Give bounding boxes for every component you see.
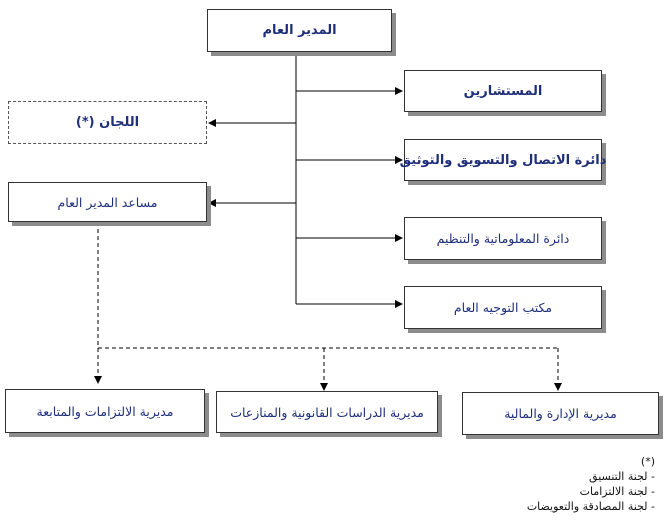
footnote-item: - لجنة التنسيق: [589, 470, 655, 483]
administration-finance-label: مديرية الإدارة والمالية: [504, 406, 617, 421]
assistant-gm-box: مساعد المدير العام: [8, 182, 207, 222]
commitments-followup-box: مديرية الالتزامات والمتابعة: [5, 389, 205, 433]
general-manager-box: المدير العام: [207, 9, 392, 52]
informatics-organization-box: دائرة المعلوماتية والتنظيم: [404, 217, 602, 260]
communication-marketing-box: دائرة الاتصال والتسويق والتوثيق: [400, 139, 606, 181]
advisors-box: المستشارين: [404, 70, 602, 112]
legal-studies-box: مديرية الدراسات القانونية والمنازعات: [216, 391, 438, 433]
assistant-gm-label: مساعد المدير العام: [57, 194, 158, 210]
general-guidance-office-label: مكتب التوجيه العام: [453, 300, 553, 315]
general-manager-label: المدير العام: [262, 23, 337, 38]
footnote-item: - لجنة المصادقة والتعويضات: [526, 500, 655, 513]
advisors-label: المستشارين: [463, 83, 543, 99]
commitments-followup-label: مديرية الالتزامات والمتابعة: [36, 403, 174, 419]
footnote-item: - لجنة الالتزامات: [579, 485, 655, 498]
committees-box: اللجان (*): [8, 101, 207, 144]
informatics-organization-label: دائرة المعلوماتية والتنظيم: [436, 231, 570, 246]
footnote-marker: (*): [640, 455, 655, 468]
communication-marketing-label: دائرة الاتصال والتسويق والتوثيق: [399, 152, 607, 168]
committees-footnote: (*) - لجنة التنسيق - لجنة الالتزامات - ل…: [527, 454, 655, 514]
committees-label: اللجان (*): [75, 115, 140, 130]
administration-finance-box: مديرية الإدارة والمالية: [462, 392, 659, 435]
legal-studies-label: مديرية الدراسات القانونية والمنازعات: [230, 404, 424, 420]
general-guidance-office-box: مكتب التوجيه العام: [404, 286, 602, 329]
